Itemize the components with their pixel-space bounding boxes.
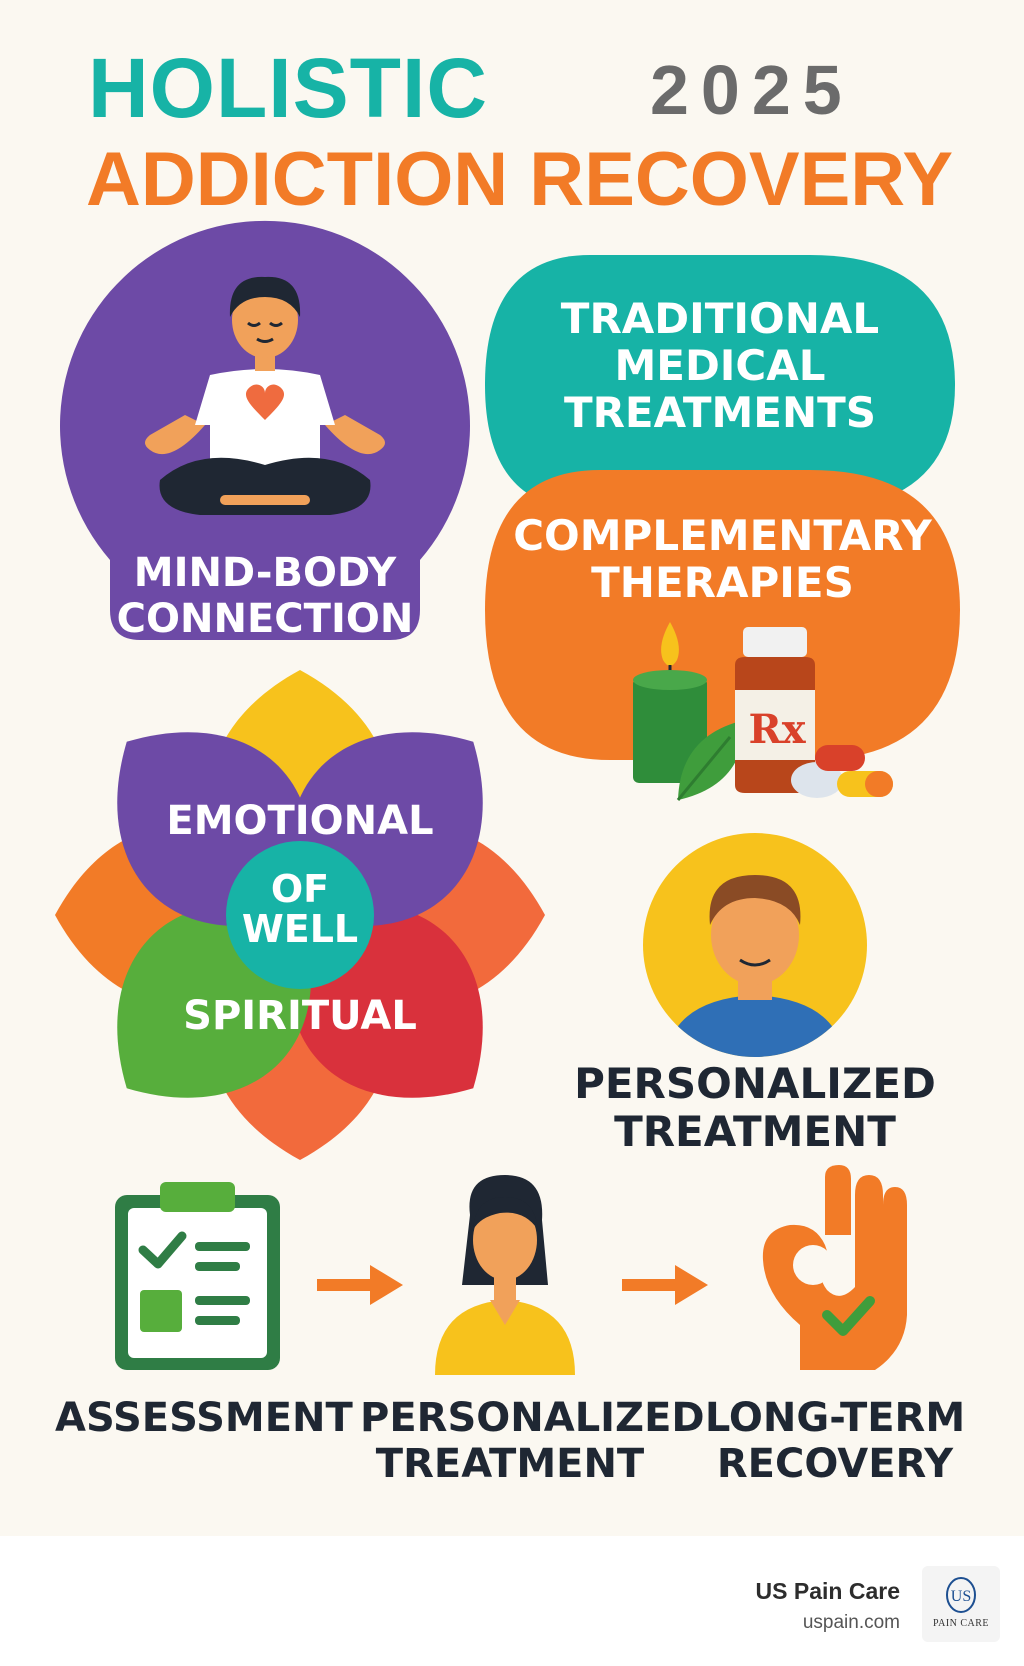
flower-center-line1: OF — [270, 867, 330, 911]
step-personalized-label: PERSONALIZED TREATMENT — [360, 1395, 705, 1487]
rx-symbol: Rx — [748, 706, 806, 753]
brand-name[interactable]: US Pain Care — [755, 1578, 900, 1604]
man-avatar-icon — [643, 833, 867, 1057]
flower-center-label: OF WELL — [225, 867, 375, 951]
woman-avatar-icon — [435, 1175, 575, 1375]
mind-body-label: MIND-BODY CONNECTION — [110, 550, 420, 642]
personalized-treatment-label: PERSONALIZED TREATMENT — [570, 1059, 940, 1157]
traditional-line3: TREATMENTS — [563, 388, 877, 438]
complementary-line2: THERAPIES — [591, 558, 854, 608]
title-addiction-recovery: ADDICTION RECOVERY — [86, 137, 954, 222]
traditional-treatments-blob — [485, 255, 955, 510]
wellness-flower — [55, 670, 545, 1160]
checklist-clipboard-icon — [115, 1182, 280, 1370]
logo-text: PAIN CARE — [932, 1618, 990, 1629]
arrow-right-icon — [317, 1265, 403, 1305]
personalized-line1: PERSONALIZED — [574, 1059, 936, 1108]
logo-mark-text: US — [951, 1588, 971, 1605]
step-recovery-line2: RECOVERY — [716, 1441, 954, 1487]
traditional-treatments-label: TRADITIONAL MEDICAL TREATMENTS — [485, 295, 955, 436]
arrow-right-icon-2 — [622, 1265, 708, 1305]
traditional-line1: TRADITIONAL — [560, 294, 880, 343]
meditation-person-icon — [145, 276, 385, 515]
flower-center-line2: WELL — [241, 906, 359, 951]
complementary-line1: COMPLEMENTARY — [513, 511, 932, 560]
step-personalized-line1: PERSONALIZED — [360, 1395, 705, 1441]
pills-icon — [791, 745, 893, 798]
mind-body-line2: CONNECTION — [116, 596, 414, 642]
traditional-line2: MEDICAL — [614, 341, 826, 391]
complementary-therapies-blob — [485, 470, 960, 760]
infographic-poster: HOLISTIC 2025 ADDICTION RECOVERY MIND-BO… — [0, 0, 1024, 1536]
flower-spiritual-label: SPIRITUAL — [183, 993, 417, 1039]
us-logo-mark-icon: US — [946, 1577, 976, 1613]
medicine-bottle-icon: Rx — [735, 627, 815, 793]
complementary-therapies-label: COMPLEMENTARY THERAPIES — [485, 512, 960, 606]
personalized-line2: TREATMENT — [614, 1107, 896, 1157]
candle-icon — [633, 622, 707, 783]
flower-emotional-label: EMOTIONAL — [166, 798, 434, 844]
step-recovery-line1: LONG-TERM — [704, 1395, 966, 1441]
leaf-icon — [676, 720, 745, 801]
footer: US Pain Care uspain.com US PAIN CARE — [0, 1536, 1024, 1666]
step-assessment-label: ASSESSMENT — [55, 1395, 353, 1441]
step-recovery-label: LONG-TERM RECOVERY — [690, 1395, 980, 1487]
step-personalized-line2: TREATMENT — [375, 1441, 645, 1487]
brand-logo[interactable]: US PAIN CARE — [922, 1566, 1000, 1642]
brand-url-link[interactable]: uspain.com — [802, 1612, 900, 1633]
mind-body-line1: MIND-BODY — [133, 550, 397, 596]
title-year: 2025 — [650, 51, 854, 129]
ok-hand-icon — [762, 1165, 907, 1370]
title-holistic: HOLISTIC — [88, 41, 488, 135]
